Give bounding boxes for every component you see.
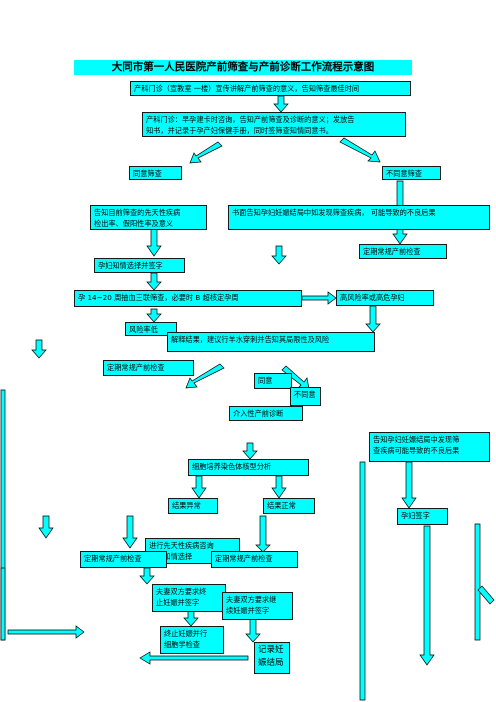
node-high-risk: 高风险率或高危孕妇 [336, 290, 434, 306]
arrow-left [139, 651, 249, 665]
arrow-down [146, 308, 162, 323]
node-clinic: 产科门诊：早孕建卡时咨询，告知产前筛查及诊断的意义；发放告 知书，并记录于孕产妇… [142, 112, 406, 137]
side-bar [474, 523, 481, 641]
arrow-down [271, 475, 287, 499]
arrow-down [122, 515, 138, 549]
node-routine-1: 定期常规产前检查 [359, 244, 447, 259]
arrow-down [271, 245, 287, 265]
arrow-down [365, 305, 381, 333]
arrow-down [191, 475, 207, 499]
node-inform-screen: 告知目前筛查的先天性疾病 检出率、假阳性率及意义 [90, 205, 207, 230]
arrow-down [242, 442, 258, 460]
arrow-down [146, 225, 162, 257]
node-sign-choice: 孕妇知情选择并签字 [94, 258, 185, 273]
node-routine-4: 定期常规产前检查 [211, 551, 298, 568]
node-agree-2: 同意 [254, 373, 292, 389]
node-diagnosis: 介入性产前诊断 [229, 406, 303, 421]
node-triple-screen: 孕 14~20 周抽血三联筛查，必要时 B 超核定孕周 [74, 290, 302, 307]
arrow-diag [281, 365, 310, 390]
arrow-diag [339, 137, 381, 163]
node-karyotype: 细胞培养染色体核型分析 [188, 459, 309, 476]
node-inform-outcome: 告知孕妇妊娠结局中发现筛 查疾病可能导致的不良后果 [369, 432, 490, 462]
node-inform-written: 书面告知孕妇妊娠结局中如发现筛查疾病， 可能导致的不良后果 [228, 205, 490, 230]
node-explain: 解释结果，建议行羊水穿刺并告知其局限性及风险 [167, 332, 375, 352]
node-disagree-2: 不同意 [290, 387, 321, 406]
node-sign-2: 孕妇签字 [397, 508, 448, 525]
arrow-right [7, 625, 85, 639]
side-bar [359, 461, 366, 701]
arrow-down [419, 525, 435, 666]
arrow-down [139, 567, 155, 585]
node-agree: 同意筛查 [129, 166, 182, 180]
node-disagree: 不同意筛查 [382, 166, 441, 180]
arrow-down [146, 272, 162, 291]
arrow-down [183, 609, 199, 627]
arrow-diag [189, 141, 223, 164]
page-title: 大同市第一人民医院产前筛查与产前诊断工作流程示意图 [74, 60, 412, 75]
arrow-down [31, 339, 47, 359]
node-abnormal: 结果异常 [168, 498, 218, 514]
arrow-down [38, 515, 54, 539]
node-routine-2: 定期常规产前检查 [103, 360, 194, 376]
arrow-right [301, 291, 337, 305]
node-terminate: 终止妊娠并行 细胞学检查 [160, 626, 224, 654]
node-routine-3: 定期常规产前检查 [80, 551, 167, 568]
arrow-down [255, 515, 271, 553]
side-bar [0, 567, 6, 641]
arrow-diag [185, 363, 225, 389]
arrow-down [401, 461, 417, 509]
node-terminate-request: 夫妻双方要求终 止妊娠并签字 [152, 584, 226, 612]
node-record: 记录妊 娠结局 [254, 642, 290, 674]
arrow-diag [477, 585, 495, 605]
node-continue-request: 夫妻双方要求继 续妊娠并签字 [222, 592, 293, 620]
node-low-risk: 风险率低 [125, 322, 177, 336]
arrow-down [273, 95, 289, 113]
node-intro: 产科门诊（宣教室 一楼）宣传讲解产前筛查的意义，告知筛查最佳时间 [130, 81, 411, 96]
node-normal: 结果正常 [263, 498, 315, 514]
